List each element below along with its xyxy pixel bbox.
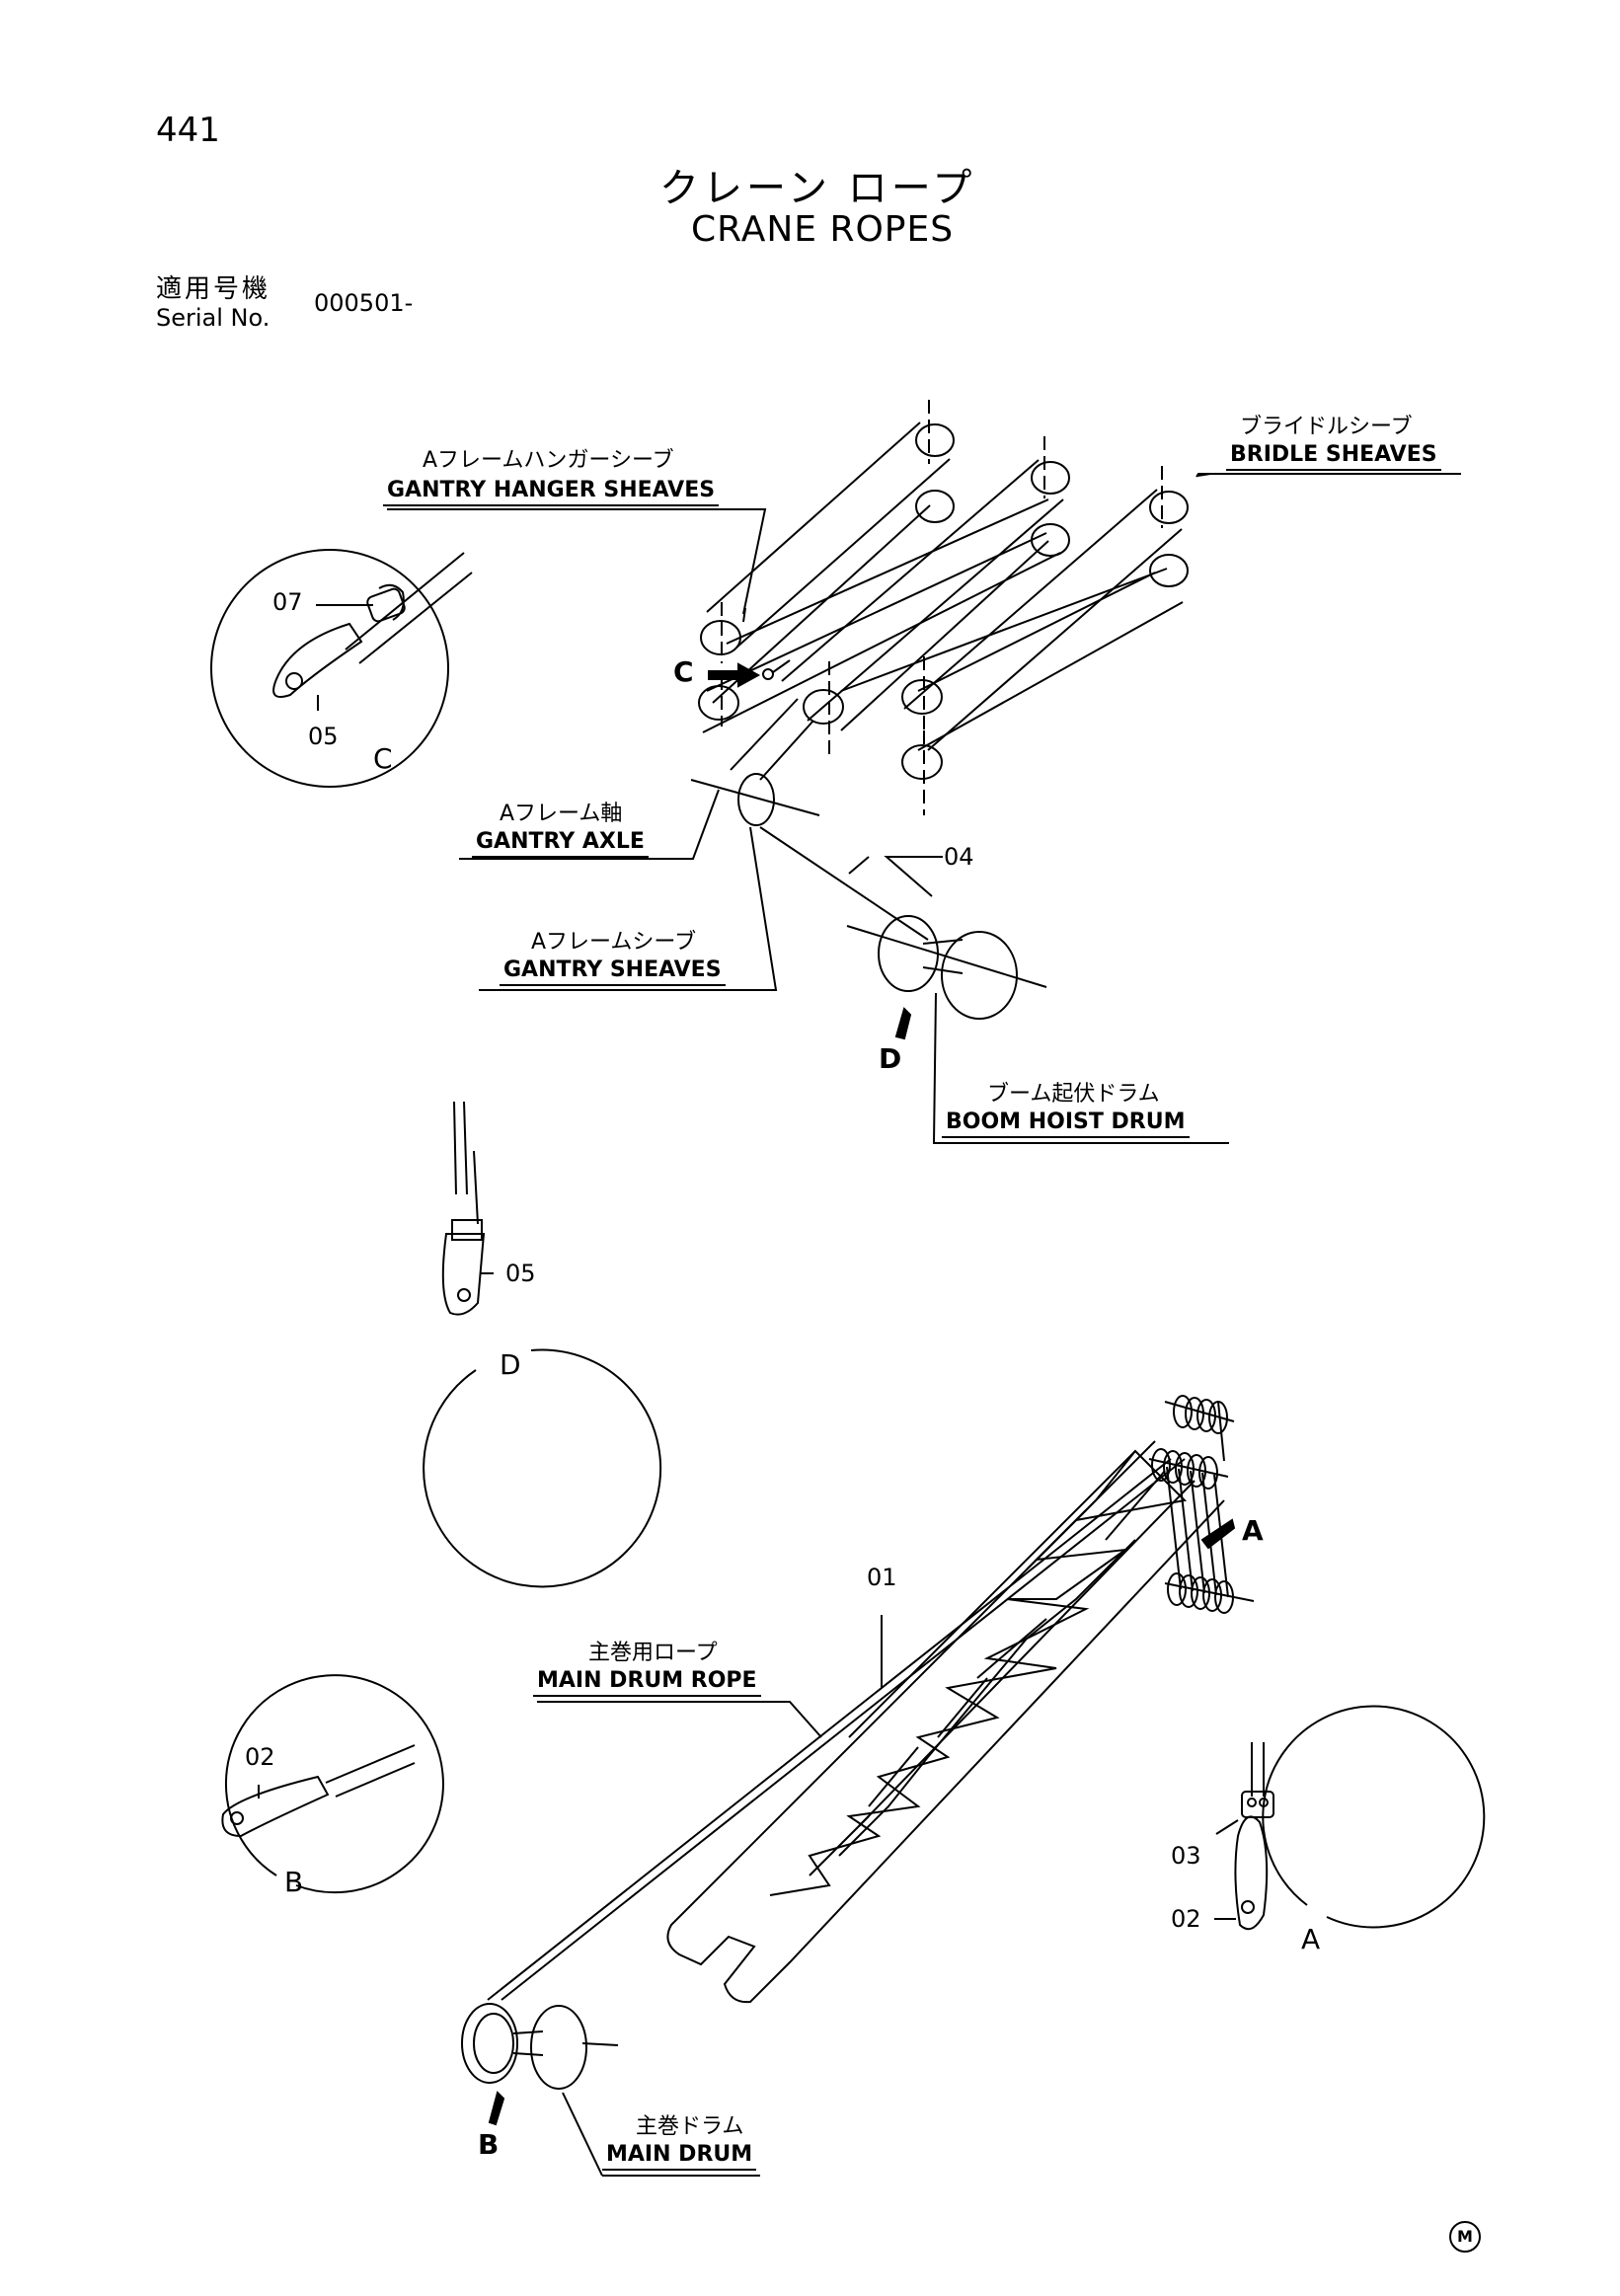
part-03-callout: 03 [1171,1842,1201,1870]
leader-lines-lower [537,1615,882,2176]
detail-b [222,1675,443,1892]
boom-hoist-drum-shape [847,857,1046,1019]
main-drum-rope-label: MAIN DRUM ROPE [533,1668,761,1697]
bridle-sheaves-label: BRIDLE SHEAVES [1226,442,1441,471]
serial-label: Serial No. [156,304,270,332]
detail-b-circle-letter: B [284,1866,304,1898]
gantry-axle-label-jp: Aフレーム軸 [500,802,623,826]
detail-a-circle-letter: A [1301,1923,1321,1955]
detail-a-arrow-letter: A [1242,1514,1264,1547]
gantry-sheaves-label: GANTRY SHEAVES [500,957,726,986]
page-title: CRANE ROPES [691,209,955,250]
main-drum-shape [462,2004,618,2089]
detail-d-circle-letter: D [500,1348,521,1381]
part-05-callout-c: 05 [308,723,339,750]
main-drum-label-jp: 主巻ドラム [636,2114,744,2139]
page-number: 441 [156,111,220,150]
gantry-hanger-sheaves-label-jp: Aフレームハンガーシーブ [423,448,674,473]
arrows [490,664,1234,2124]
detail-c-arrow-letter: C [673,655,694,688]
part-07-callout: 07 [272,588,303,616]
leader-lines-upper [387,474,1461,1143]
part-04-callout: 04 [944,843,974,871]
manufacturer-mark: M [1449,2221,1481,2253]
gantry-hanger-sheaves-label: GANTRY HANGER SHEAVES [383,478,720,506]
part-01-callout: 01 [867,1564,897,1591]
page-title-japanese: クレーン ロープ [659,166,976,211]
boom-head-sheaves [1149,1396,1254,1613]
detail-b-arrow-letter: B [478,2128,500,2161]
serial-value: 000501- [314,289,414,317]
bridle-sheaves-label-jp: ブライドルシーブ [1240,415,1413,439]
gantry-axle-label: GANTRY AXLE [472,829,649,858]
main-drum-rope-label-jp: 主巻用ロープ [588,1641,718,1665]
detail-d-arrow-letter: D [879,1042,902,1075]
main-drum-rope [488,1459,1185,2000]
boom-hoist-drum-label: BOOM HOIST DRUM [942,1110,1190,1138]
sheave-assembly [699,400,1188,815]
detail-d [424,1102,660,1586]
boom-lattice [667,1441,1224,2002]
boom-hoist-drum-label-jp: ブーム起伏ドラム [987,1082,1160,1107]
serial-label-japanese: 適用号機 [156,274,271,304]
gantry-axle-group [691,774,928,940]
main-drum-label: MAIN DRUM [602,2142,757,2171]
part-02-callout-a: 02 [1171,1905,1201,1933]
detail-c [211,550,472,787]
part-02-callout-b: 02 [245,1743,275,1771]
gantry-sheaves-label-jp: Aフレームシーブ [531,930,697,955]
part-05-callout-d: 05 [505,1260,536,1287]
detail-a [1214,1706,1484,1929]
detail-c-circle-letter: C [373,742,393,775]
